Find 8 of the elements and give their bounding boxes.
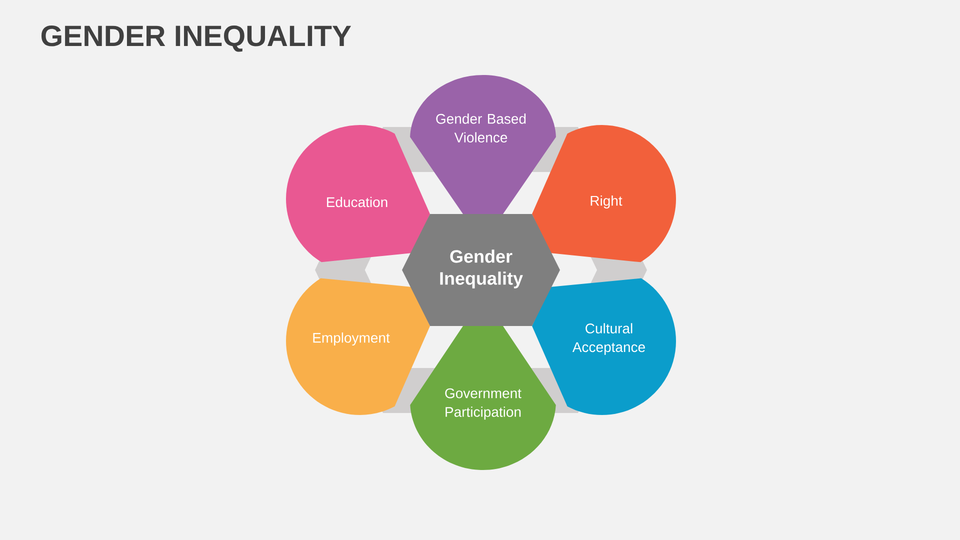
- petal: Right: [532, 125, 676, 262]
- petal: Cultural Acceptance: [532, 278, 676, 415]
- petal: Employment: [286, 278, 430, 415]
- petal: Education: [286, 125, 430, 262]
- petal: Gender Based Violence: [410, 75, 556, 214]
- hexagon: Gender Inequality: [402, 214, 560, 326]
- petal: Government Participation: [410, 326, 556, 470]
- title: GENDER INEQUALITY: [41, 26, 352, 52]
